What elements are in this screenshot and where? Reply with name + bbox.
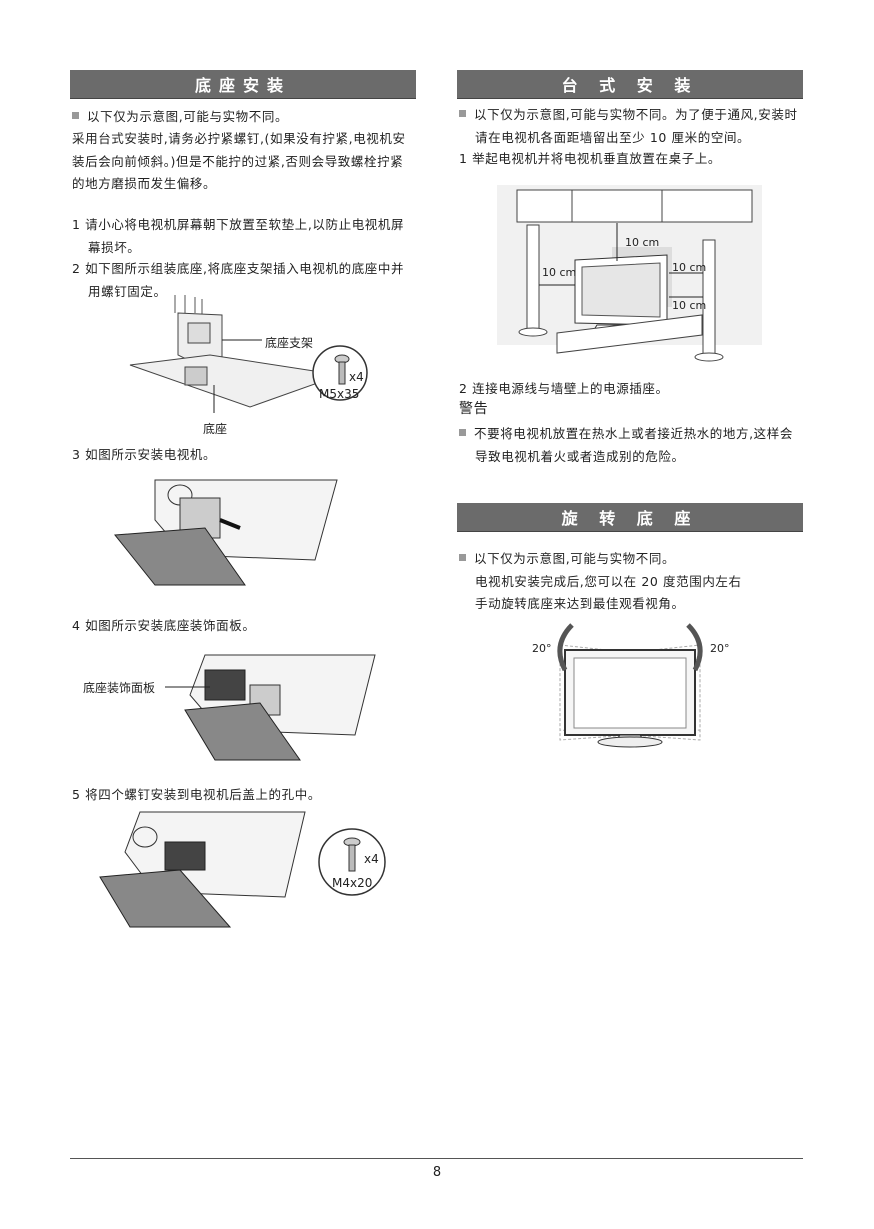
note-line: 以下仅为示意图,可能与实物不同。 bbox=[474, 551, 676, 566]
step-3: 3 如图所示安装电视机。 bbox=[72, 447, 217, 462]
screw-install-figure bbox=[99, 811, 306, 928]
note-line: 手动旋转底座来达到最佳观看视角。 bbox=[475, 596, 685, 611]
label-decorative-panel: 底座装饰面板 bbox=[83, 681, 156, 695]
step-line: 2 如下图所示组装底座,将底座支架插入电视机的底座中并 bbox=[72, 261, 405, 276]
intro-paragraph: 采用台式安装时,请务必拧紧螺钉,(如果没有拧紧,电视机安 装后会向前倾斜。)但是… bbox=[72, 128, 406, 196]
screw-qty: x4 bbox=[349, 370, 364, 384]
leader-line bbox=[165, 686, 210, 688]
step-5: 5 将四个螺钉安装到电视机后盖上的孔中。 bbox=[72, 787, 321, 802]
note-line: 请在电视机各面距墙留出至少 10 厘米的空间。 bbox=[475, 129, 751, 145]
warning-line: 导致电视机着火或者造成别的危险。 bbox=[475, 448, 685, 464]
step-2: 2 连接电源线与墙壁上的电源插座。 bbox=[459, 381, 669, 396]
warning-line: 不要将电视机放置在热水上或者接近热水的地方,这样会 bbox=[474, 426, 793, 441]
angle-left: 20° bbox=[532, 642, 552, 655]
clearance-top: 10 cm bbox=[625, 236, 660, 249]
screw-size: M5x35 bbox=[319, 387, 360, 401]
screw-m5-icon bbox=[312, 345, 368, 401]
screw-m4-icon bbox=[318, 828, 386, 896]
section-title-swivel-stand: 旋 转 底 座 bbox=[457, 503, 803, 532]
clearance-back: 10 cm bbox=[672, 299, 707, 312]
clearance-figure bbox=[497, 185, 762, 362]
angle-right: 20° bbox=[710, 642, 730, 655]
panel-install-figure bbox=[184, 654, 376, 761]
swivel-note: 以下仅为示意图,可能与实物不同。 电视机安装完成后,您可以在 20 度范围内左右… bbox=[459, 548, 742, 616]
swivel-figure bbox=[557, 623, 703, 748]
page-number: 8 bbox=[432, 1165, 442, 1180]
step-4: 4 如图所示安装底座装饰面板。 bbox=[72, 618, 256, 633]
bullet-icon bbox=[459, 554, 466, 561]
section-title-desktop-install: 台 式 安 装 bbox=[457, 70, 803, 99]
clearance-right: 10 cm bbox=[672, 261, 707, 274]
label-stand-base: 底座 bbox=[203, 422, 228, 436]
label-stand-bracket: 底座支架 bbox=[265, 336, 314, 350]
note-text: 以下仅为示意图,可能与实物不同。 bbox=[87, 109, 289, 124]
ventilation-note: 以下仅为示意图,可能与实物不同。为了便于通风,安装时 请在电视机各面距墙留出至少… bbox=[459, 104, 798, 149]
note-line: 电视机安装完成后,您可以在 20 度范围内左右 bbox=[475, 573, 742, 589]
step-1: 1 请小心将电视机屏幕朝下放置至软垫上,以防止电视机屏 幕损坏。 bbox=[72, 214, 404, 259]
step-line: 用螺钉固定。 bbox=[88, 283, 167, 299]
note: 以下仅为示意图,可能与实物不同。 bbox=[72, 106, 288, 129]
clearance-left: 10 cm bbox=[542, 266, 577, 279]
bullet-icon bbox=[72, 112, 79, 119]
warning-text: 不要将电视机放置在热水上或者接近热水的地方,这样会 导致电视机着火或者造成别的危… bbox=[459, 423, 793, 468]
step-2: 2 如下图所示组装底座,将底座支架插入电视机的底座中并 用螺钉固定。 bbox=[72, 258, 404, 303]
bullet-icon bbox=[459, 110, 466, 117]
bullet-icon bbox=[459, 429, 466, 436]
para-line: 采用台式安装时,请务必拧紧螺钉,(如果没有拧紧,电视机安 bbox=[72, 131, 406, 146]
note-line: 以下仅为示意图,可能与实物不同。为了便于通风,安装时 bbox=[474, 107, 798, 122]
warning-title: 警告 bbox=[459, 401, 489, 417]
para-line: 装后会向前倾斜。)但是不能拧的过紧,否则会导致螺栓拧紧 bbox=[72, 153, 404, 169]
screw-size: M4x20 bbox=[332, 876, 373, 890]
tv-install-figure bbox=[114, 479, 338, 586]
step-1: 1 举起电视机并将电视机垂直放置在桌子上。 bbox=[459, 151, 722, 166]
footer-divider bbox=[70, 1158, 803, 1159]
section-title-stand-install: 底座安装 bbox=[70, 70, 416, 99]
screw-qty: x4 bbox=[364, 852, 379, 866]
step-line: 1 请小心将电视机屏幕朝下放置至软垫上,以防止电视机屏 bbox=[72, 217, 405, 232]
step-line: 幕损坏。 bbox=[88, 239, 141, 255]
para-line: 的地方磨损而发生偏移。 bbox=[72, 176, 217, 191]
